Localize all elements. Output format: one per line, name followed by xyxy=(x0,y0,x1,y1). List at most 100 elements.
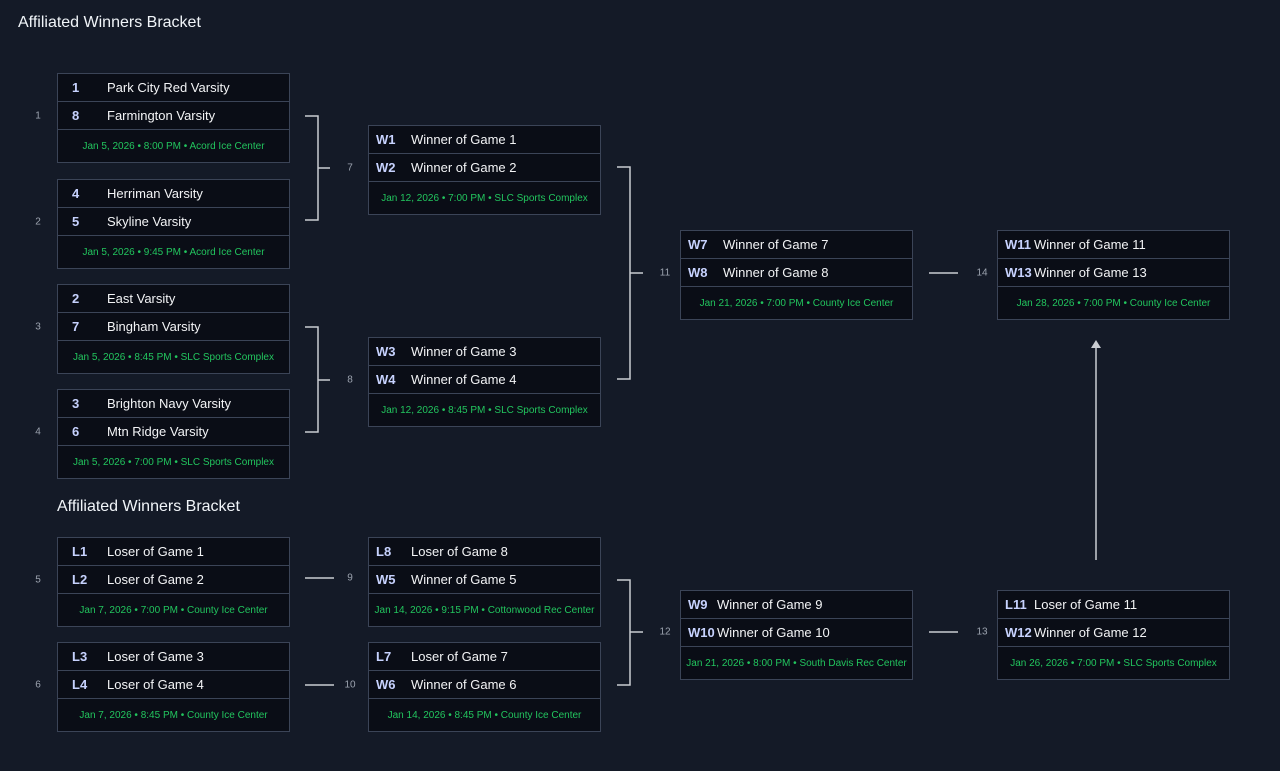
team-name: Skyline Varsity xyxy=(107,214,192,229)
game-info: Jan 14, 2026 • 8:45 PM • County Ice Cent… xyxy=(387,709,582,721)
secondary-bracket-title: Affiliated Winners Bracket xyxy=(57,498,240,515)
game-info: Jan 5, 2026 • 8:45 PM • SLC Sports Compl… xyxy=(73,351,274,363)
team-seed: 6 xyxy=(72,424,80,439)
team-seed: 4 xyxy=(72,186,80,201)
connector-game-11 xyxy=(617,166,643,380)
team-row[interactable]: L7 Loser of Game 7 xyxy=(369,643,600,671)
connector-game-8 xyxy=(305,326,330,433)
team-name: Winner of Game 5 xyxy=(411,572,517,587)
team-seed: L7 xyxy=(376,649,392,664)
team-seed: W13 xyxy=(1005,265,1032,280)
team-seed: W7 xyxy=(688,237,708,252)
game-number-label: 7 xyxy=(347,162,353,174)
game-info: Jan 7, 2026 • 8:45 PM • County Ice Cente… xyxy=(79,709,268,721)
game-number-label: 5 xyxy=(35,574,41,586)
team-seed: L3 xyxy=(72,649,88,664)
team-seed: W4 xyxy=(376,372,396,387)
team-row[interactable]: L3 Loser of Game 3 xyxy=(58,643,289,671)
game-number-label: 14 xyxy=(976,267,988,279)
team-name: Winner of Game 1 xyxy=(411,132,517,147)
team-name: Winner of Game 11 xyxy=(1034,237,1146,252)
team-name: Loser of Game 2 xyxy=(107,572,204,587)
game-info: Jan 21, 2026 • 7:00 PM • County Ice Cent… xyxy=(699,297,894,309)
game-number-label: 6 xyxy=(35,679,41,691)
team-seed: L2 xyxy=(72,572,88,587)
team-row[interactable]: W6 Winner of Game 6 xyxy=(369,671,600,699)
game-number-label: 1 xyxy=(35,110,41,122)
game-info: Jan 5, 2026 • 8:00 PM • Acord Ice Center xyxy=(82,140,265,152)
team-name: Winner of Game 7 xyxy=(723,237,829,252)
team-row[interactable]: L2 Loser of Game 2 xyxy=(58,566,289,594)
team-seed: 8 xyxy=(72,108,80,123)
game-box[interactable]: L7 Loser of Game 7 W6 Winner of Game 6 Jan 1… xyxy=(368,642,601,732)
team-name: Winner of Game 12 xyxy=(1034,625,1147,640)
team-seed: W9 xyxy=(688,597,708,612)
team-name: East Varsity xyxy=(107,291,176,306)
team-row[interactable]: 4 Herriman Varsity xyxy=(58,180,289,208)
team-seed: W12 xyxy=(1005,625,1032,640)
team-name: Loser of Game 11 xyxy=(1034,597,1138,612)
team-name: Winner of Game 2 xyxy=(411,160,517,175)
game-info: Jan 21, 2026 • 8:00 PM • South Davis Rec… xyxy=(686,657,907,669)
game-info: Jan 5, 2026 • 9:45 PM • Acord Ice Center xyxy=(82,246,265,258)
team-seed: W2 xyxy=(376,160,396,175)
team-seed: W6 xyxy=(376,677,396,692)
team-seed: W8 xyxy=(688,265,708,280)
team-row[interactable]: 7 Bingham Varsity xyxy=(58,313,289,341)
team-row[interactable]: 6 Mtn Ridge Varsity xyxy=(58,418,289,446)
team-name: Winner of Game 6 xyxy=(411,677,517,692)
game-number-label: 3 xyxy=(35,321,41,333)
team-name: Brighton Navy Varsity xyxy=(107,396,232,411)
team-seed: W11 xyxy=(1005,237,1032,252)
game-number-label: 11 xyxy=(659,267,671,279)
team-seed: 7 xyxy=(72,319,80,334)
team-row[interactable]: W7 Winner of Game 7 xyxy=(681,231,912,259)
team-name: Mtn Ridge Varsity xyxy=(107,424,209,439)
team-name: Loser of Game 3 xyxy=(107,649,204,664)
team-name: Winner of Game 13 xyxy=(1034,265,1147,280)
team-name: Herriman Varsity xyxy=(107,186,203,201)
team-name: Loser of Game 7 xyxy=(411,649,508,664)
team-row[interactable]: W2 Winner of Game 2 xyxy=(369,154,600,182)
team-name: Bingham Varsity xyxy=(107,319,201,334)
game-info: Jan 26, 2026 • 7:00 PM • SLC Sports Comp… xyxy=(1010,657,1217,669)
team-name: Winner of Game 10 xyxy=(717,625,830,640)
game-info: Jan 12, 2026 • 7:00 PM • SLC Sports Comp… xyxy=(381,192,588,204)
team-seed: L4 xyxy=(72,677,88,692)
team-name: Loser of Game 8 xyxy=(411,544,508,559)
game-info: Jan 14, 2026 • 9:15 PM • Cottonwood Rec … xyxy=(374,604,595,616)
